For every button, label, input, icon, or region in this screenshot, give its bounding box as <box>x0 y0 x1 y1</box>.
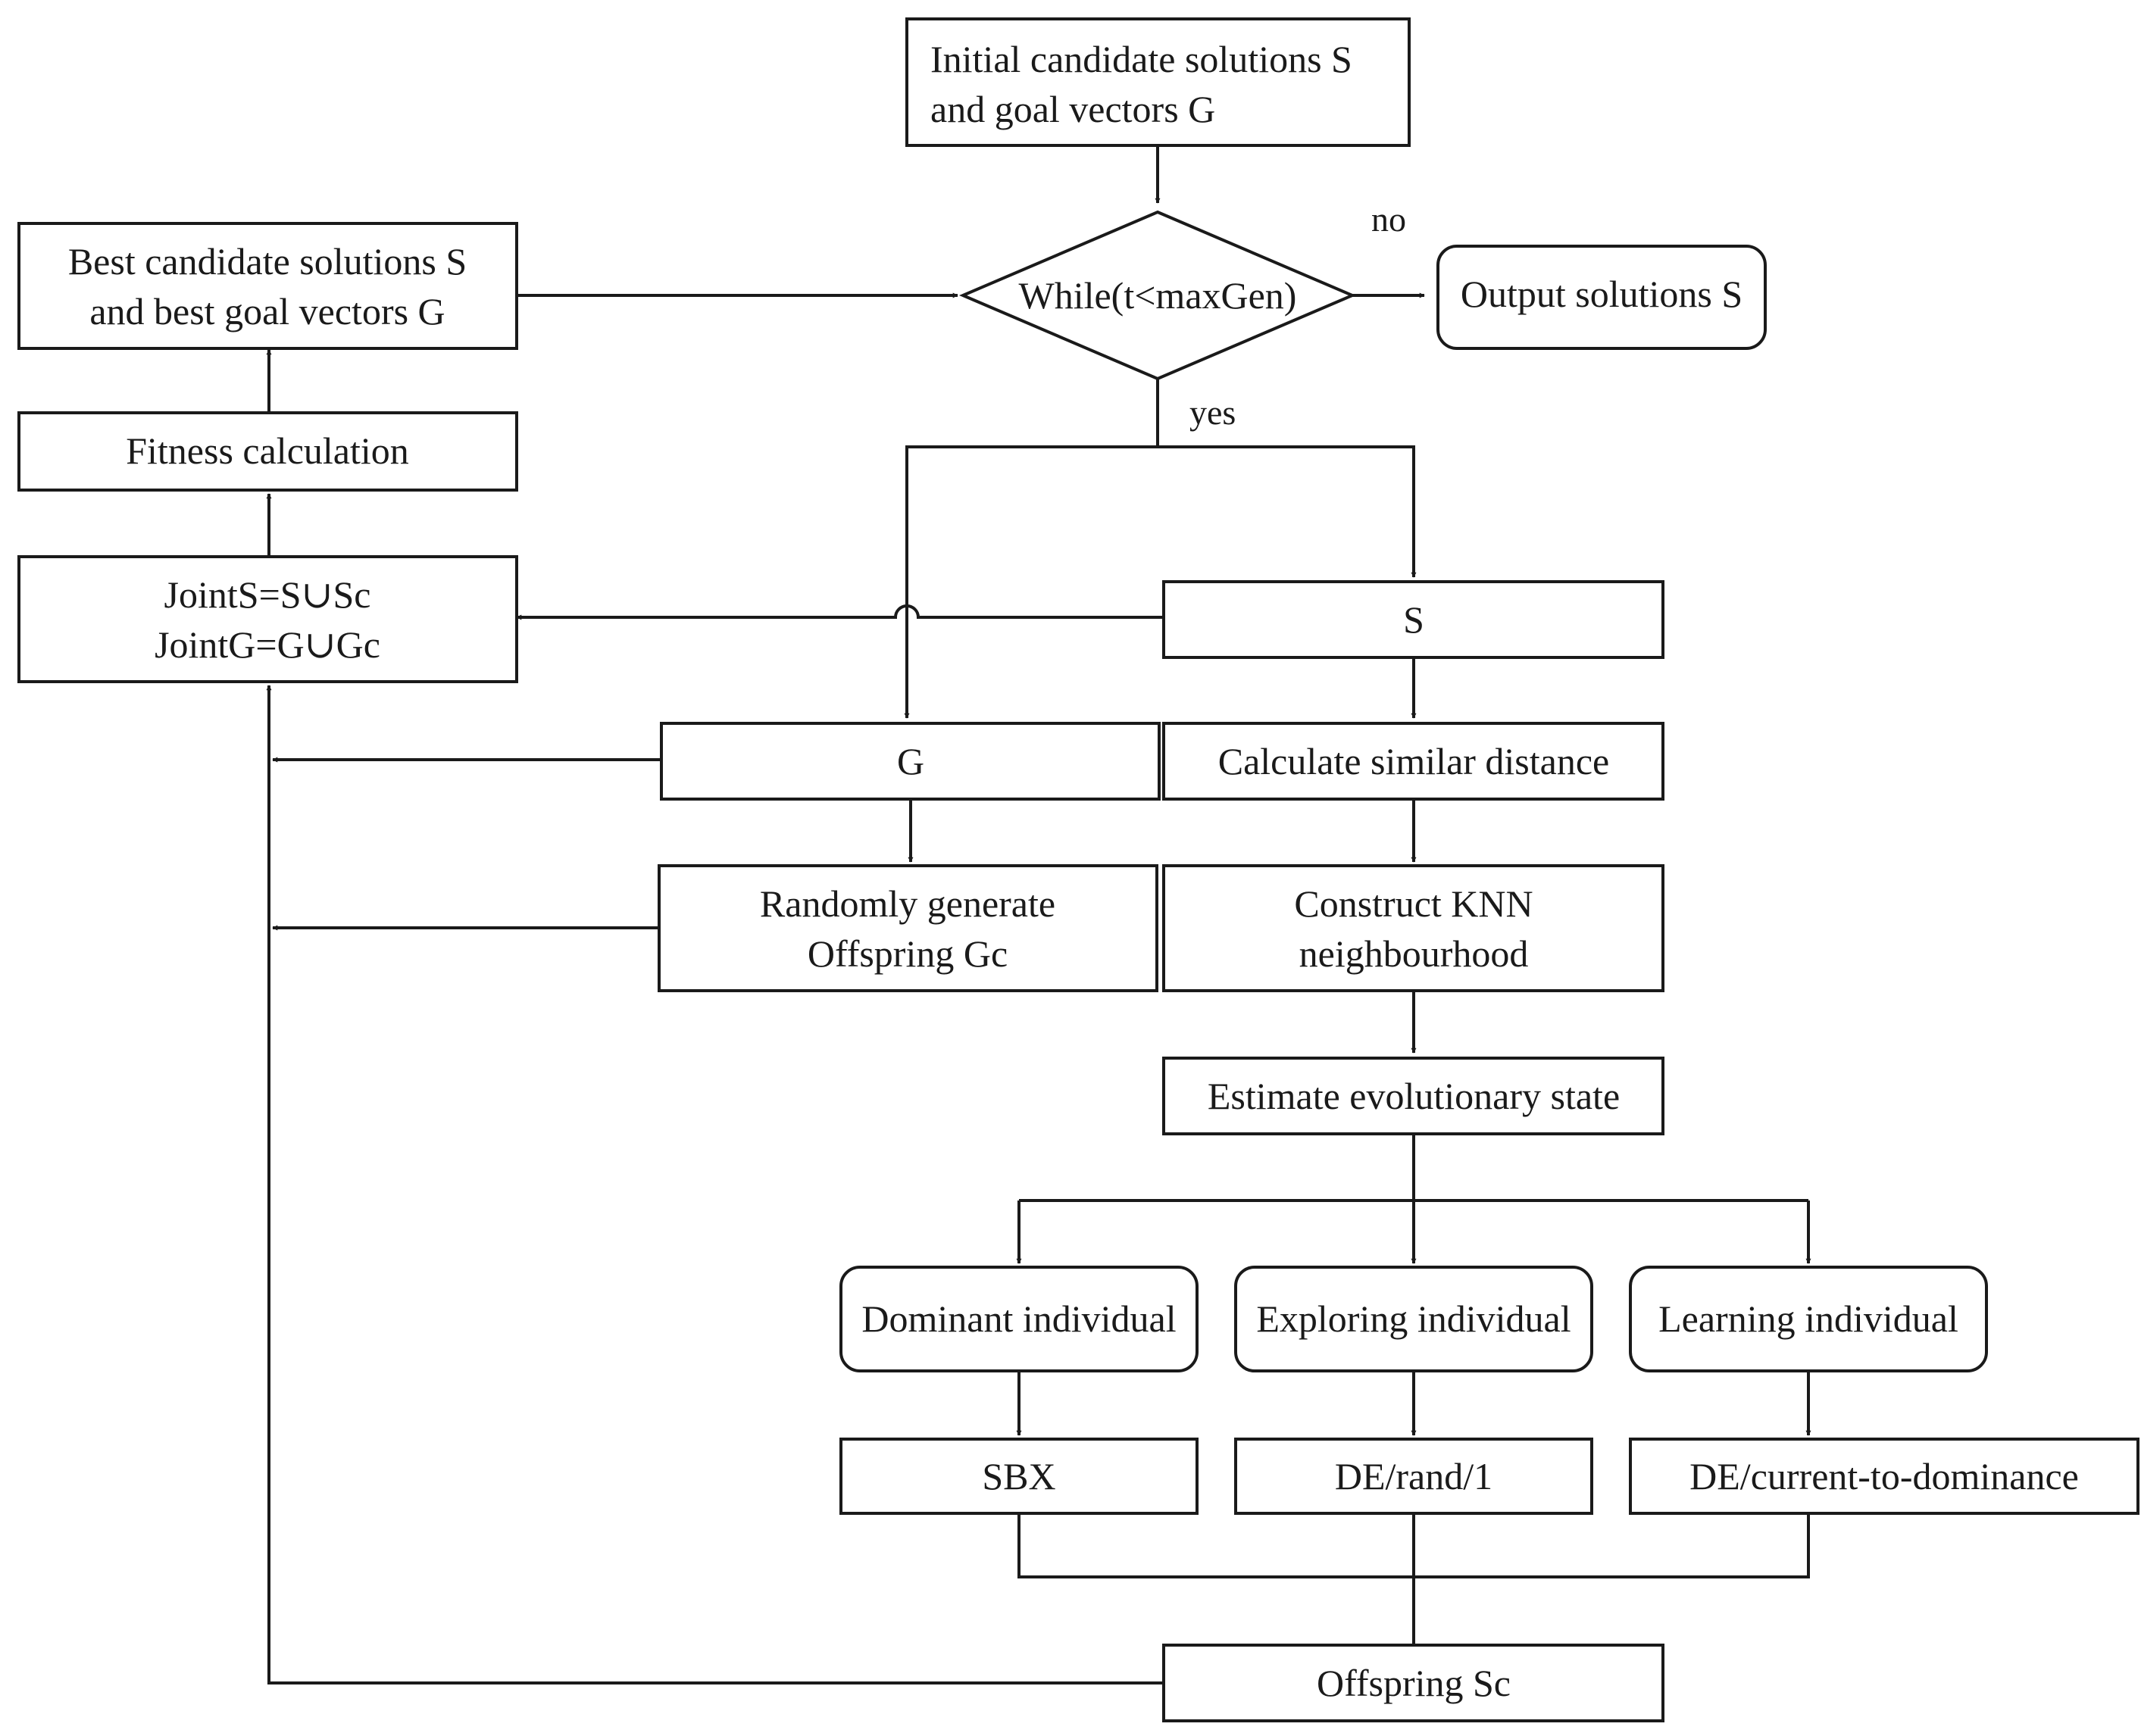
node-learning-individual: Learning individual <box>1629 1266 1988 1372</box>
node-de-rand-1: DE/rand/1 <box>1234 1438 1593 1515</box>
node-label-line: Calculate similar distance <box>1218 740 1609 782</box>
node-label-line: Offspring Sc <box>1317 1662 1511 1704</box>
node-label-line: Construct KNN <box>1294 882 1533 925</box>
node-label-line: Fitness calculation <box>126 429 409 472</box>
svg-text:Estimate evolutionary state: Estimate evolutionary state <box>1208 1075 1620 1117</box>
node-fitness-calculation: Fitness calculation <box>17 411 518 492</box>
node-exploring-individual: Exploring individual <box>1234 1266 1593 1372</box>
node-label-line: G <box>897 740 924 782</box>
node-best-solutions: Best candidate solutions S and best goal … <box>17 222 518 350</box>
svg-text:Dominant individual: Dominant individual <box>861 1297 1176 1340</box>
node-label-line: Best candidate solutions S <box>68 240 467 283</box>
node-offspring-sc: Offspring Sc <box>1162 1644 1664 1722</box>
edge-offspring-to-joint <box>266 685 1164 1684</box>
node-construct-knn: Construct KNN neighbourhood <box>1162 864 1664 992</box>
node-label-line: neighbourhood <box>1299 932 1529 975</box>
node-label-line: While(t<maxGen) <box>1019 274 1297 317</box>
svg-text:Learning individual: Learning individual <box>1658 1297 1958 1340</box>
node-dominant-individual: Dominant individual <box>839 1266 1199 1372</box>
node-g: G <box>660 722 1161 801</box>
node-label-line: Initial candidate solutions S <box>930 38 1352 80</box>
node-label-line: SBX <box>982 1455 1055 1497</box>
edge-label-no: no <box>1371 200 1406 239</box>
node-label-line: Dominant individual <box>861 1297 1176 1340</box>
node-estimate-evolutionary-state: Estimate evolutionary state <box>1162 1057 1664 1135</box>
svg-text:While(t<maxGen): While(t<maxGen) <box>1019 274 1297 317</box>
node-label-line: JointG=G∪Gc <box>155 623 380 666</box>
node-label-line: Output solutions S <box>1461 273 1742 315</box>
node-label-line: DE/current-to-dominance <box>1689 1455 2079 1497</box>
svg-text:Exploring individual: Exploring individual <box>1256 1297 1571 1340</box>
svg-text:DE/current-to-dominance: DE/current-to-dominance <box>1689 1455 2079 1497</box>
node-de-current-to-dominance: DE/current-to-dominance <box>1629 1438 2139 1515</box>
node-label-line: DE/rand/1 <box>1335 1455 1492 1497</box>
edge-label-yes: yes <box>1189 393 1236 432</box>
node-output-solutions: Output solutions S <box>1436 245 1767 350</box>
svg-text:Fitness calculation: Fitness calculation <box>126 429 409 472</box>
svg-text:DE/rand/1: DE/rand/1 <box>1335 1455 1492 1497</box>
edge-s-to-joint <box>516 604 1164 620</box>
node-while-decision: While(t<maxGen) <box>958 210 1357 381</box>
node-label-line: Offspring Gc <box>808 932 1008 975</box>
node-initial-solutions: Initial candidate solutions S and goal ve… <box>905 17 1411 147</box>
node-label-line: Estimate evolutionary state <box>1208 1075 1620 1117</box>
svg-text:Offspring Sc: Offspring Sc <box>1317 1662 1511 1704</box>
node-label-line: Exploring individual <box>1256 1297 1571 1340</box>
node-s: S <box>1162 580 1664 659</box>
node-sbx: SBX <box>839 1438 1199 1515</box>
svg-text:Initial candidate solutions Sa: Initial candidate solutions S and goal ve… <box>930 38 1352 130</box>
svg-text:SBX: SBX <box>982 1455 1055 1497</box>
svg-text:G: G <box>897 740 924 782</box>
svg-text:S: S <box>1403 598 1424 641</box>
svg-text:Calculate similar distance: Calculate similar distance <box>1218 740 1609 782</box>
node-label-line: Learning individual <box>1658 1297 1958 1340</box>
node-label-line: and best goal vectors G <box>89 290 445 333</box>
node-label-line: and goal vectors G <box>930 88 1215 130</box>
svg-text:Output solutions S: Output solutions S <box>1461 273 1742 315</box>
node-label-line: S <box>1403 598 1424 641</box>
node-label-line: Randomly generate <box>760 882 1055 925</box>
node-calculate-similar-distance: Calculate similar distance <box>1162 722 1664 801</box>
node-label-line: JointS=S∪Sc <box>164 573 371 616</box>
